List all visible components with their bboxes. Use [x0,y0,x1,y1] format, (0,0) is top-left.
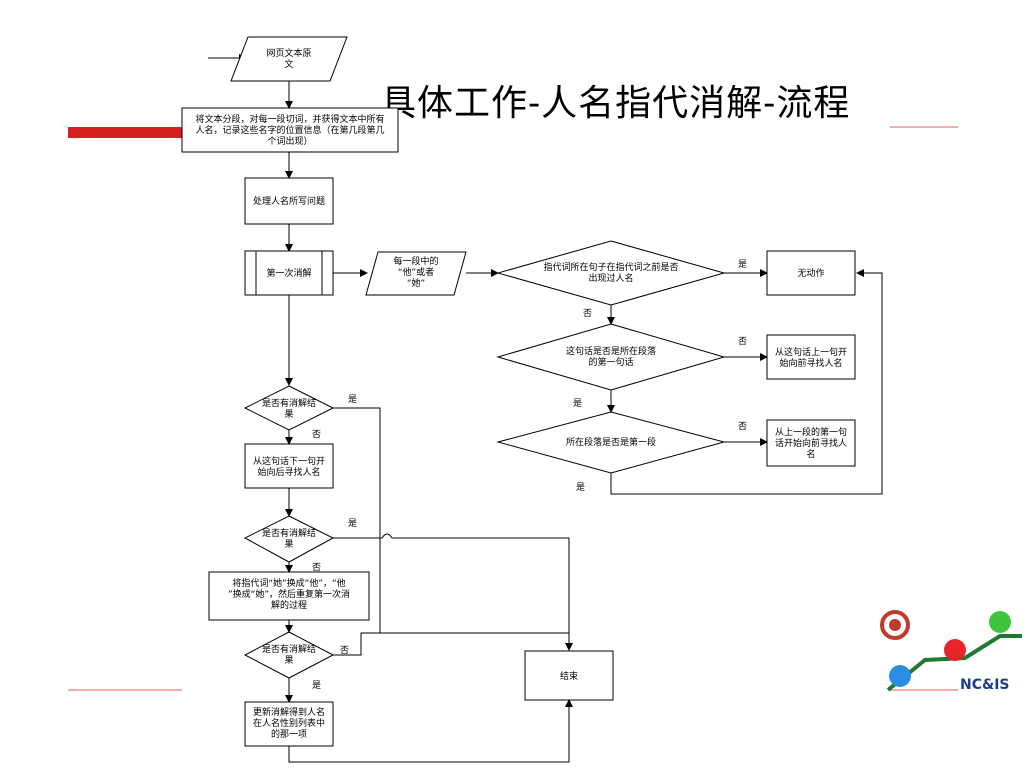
no-action-label: 无动作 [797,267,824,279]
swap-pronoun-node [208,571,370,621]
end-node [524,650,614,701]
label-yes: 是 [738,259,747,270]
label-yes: 是 [348,394,357,405]
no-action-node [766,250,856,296]
decision-before-label: 指代词所在句子在指代词之前是否出现过人名 [543,261,678,284]
decision-first-para-node [496,411,726,474]
label-no: 否 [312,562,321,573]
university-seal-center-icon [889,619,901,631]
abbrev-label: 处理人名所写问题 [253,195,325,207]
update-label: 更新消解得到人名在人名性别列表中的那一项 [253,706,325,740]
logo-text: NC&IS [960,677,1010,693]
decision-result-2-node [243,515,335,563]
decision-first-para-label: 所在段落是否是第一段 [566,436,656,448]
university-seal-icon [880,610,910,640]
label-no: 否 [583,308,592,319]
first-resolve-node [244,250,334,296]
label-yes: 是 [573,398,582,409]
search-prev-sentence-label: 从这句话上一句开始向前寻找人名 [775,346,847,369]
swap-pronoun-label: 将指代词“她”换成“他”，“他”换成“她”，然后重复第一次消解的过程 [228,577,350,611]
decision-first-sentence-label: 这句话是否是所在段落的第一句话 [566,345,656,368]
first-resolve-label: 第一次消解 [266,267,311,279]
nc-is-logo: NC&IS [880,610,1022,693]
label-no: 否 [312,429,321,440]
search-prev-sentence-node [766,334,856,380]
logo-path-icon [886,634,1022,692]
abbrev-process-node [244,177,334,225]
search-prev-para-label: 从上一段的第一句话开始向前寻找人名 [775,426,847,460]
pronoun-input-label: 每一段中的“他”或者“她” [393,255,438,289]
search-next-label: 从这句话下一句开始向后寻找人名 [253,455,325,478]
decision-result-2-label: 是否有消解结果 [262,527,316,550]
label-yes: 是 [576,482,585,493]
label-no: 否 [738,421,747,432]
label-yes: 是 [348,518,357,529]
label-no: 否 [340,645,349,656]
label-yes: 是 [312,680,321,691]
end-label: 结束 [560,670,578,682]
segment-label: 将文本分段，对每一段切词，并获得文本中所有人名，记录这些名字的位置信息（在第几段… [195,113,384,147]
decision-result-3-node [243,631,335,679]
green-ball-icon [989,611,1011,633]
blue-ball-icon [889,665,911,687]
input-text-label: 网页文本原文 [266,47,311,70]
input-text-node [230,36,348,82]
decision-before-node [496,240,726,306]
red-ball-icon [944,639,966,661]
slide-title: 具体工作-人名指代消解-流程 [380,83,851,124]
decision-first-sentence-node [496,323,726,391]
search-prev-para-node [766,419,856,467]
label-no: 否 [738,336,747,347]
segment-process-node [181,107,399,153]
accent-bar-left [68,127,182,138]
decision-result-1-label: 是否有消解结果 [262,397,316,420]
decision-result-3-label: 是否有消解结果 [262,643,316,666]
pronoun-input-node [365,251,467,296]
decision-result-1-node [243,385,335,431]
search-next-node [244,443,334,489]
update-node [244,701,334,747]
